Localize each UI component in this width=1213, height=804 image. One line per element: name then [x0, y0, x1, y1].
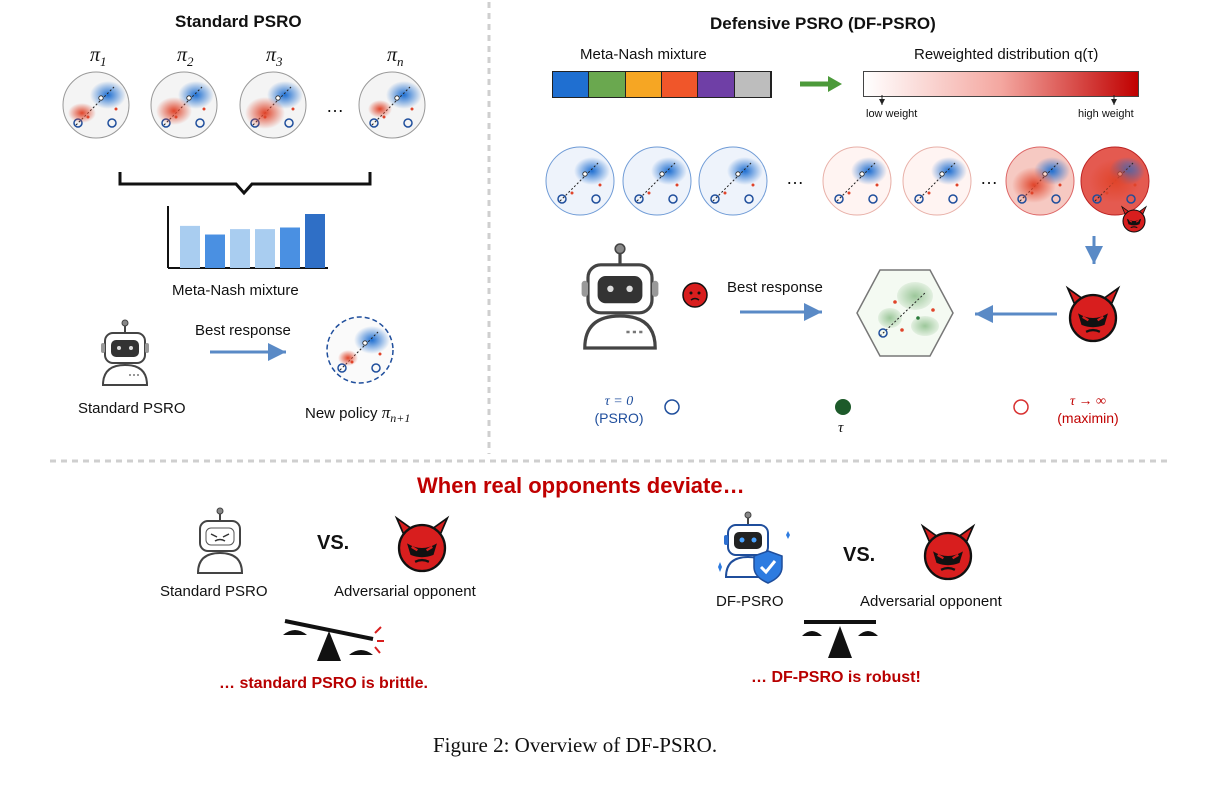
meta-nash-bar — [255, 229, 275, 268]
policy-label-n: πn — [387, 44, 404, 69]
policy-bracket — [118, 172, 372, 196]
weight-ticks — [879, 95, 1117, 105]
tau-inf-label: τ → ∞ (maximin) — [1057, 394, 1119, 426]
bottom-left-devil-icon — [395, 516, 449, 573]
tau-slider-handle — [835, 399, 851, 415]
left-agent-label: Standard PSRO — [78, 400, 186, 417]
left-best-response-arrow — [210, 343, 286, 361]
right-panel-title: Defensive PSRO (DF-PSRO) — [710, 14, 936, 33]
policy-label-3: π3 — [266, 44, 283, 69]
mixture-segment — [553, 72, 590, 97]
policy-label-1: π1 — [90, 44, 107, 69]
bottom-headline: When real opponents deviate… — [417, 473, 745, 498]
figure-caption: Figure 2: Overview of DF-PSRO. — [433, 733, 718, 757]
bottom-right-devil-icon — [921, 524, 975, 581]
high-weight-label: high weight — [1078, 108, 1134, 120]
reweighted-gradient-bar — [863, 71, 1139, 97]
virus-icon — [682, 282, 708, 308]
tau-slider-end — [1013, 399, 1029, 415]
bottom-left-agent-label: Standard PSRO — [160, 583, 268, 600]
meta-nash-color-bar — [552, 71, 772, 98]
new-policy-label: New policy πn+1 — [305, 403, 411, 425]
down-arrow — [1085, 236, 1103, 264]
right-mixture-label: Meta-Nash mixture — [580, 46, 707, 63]
mixture-segment — [661, 72, 699, 97]
meta-nash-bar — [230, 229, 250, 268]
mixture-segment — [625, 72, 662, 97]
policy-map-n — [358, 71, 426, 139]
weighted-map-6 — [1005, 146, 1075, 216]
defensive-robot — [579, 242, 708, 350]
reweighted-label: Reweighted distribution q(τ) — [914, 46, 1099, 63]
shield-icon — [753, 550, 783, 584]
weighted-map-5 — [902, 146, 972, 216]
right-best-response-label: Best response — [727, 279, 823, 296]
shield-robot-icon — [718, 511, 790, 584]
bottom-right-opponent-label: Adversarial opponent — [860, 593, 1002, 610]
right-ellipsis-2: … — [980, 168, 998, 188]
right-devil-icon — [1066, 286, 1120, 343]
panel-divider-vertical — [487, 2, 491, 454]
left-best-response-label: Best response — [195, 322, 291, 339]
mixture-segment — [734, 72, 771, 97]
left-panel-title: Standard PSRO — [175, 12, 302, 31]
mixture-segment — [698, 72, 735, 97]
bottom-left-vs: VS. — [317, 532, 350, 554]
right-best-response-arrow — [740, 303, 822, 321]
response-hexagon — [856, 269, 954, 357]
weighted-map-4 — [822, 146, 892, 216]
tilted-scale-icon — [283, 619, 384, 661]
policy-map-1 — [62, 71, 130, 139]
left-mixture-label: Meta-Nash mixture — [172, 282, 299, 299]
policy-map-2 — [150, 71, 218, 139]
new-policy-map — [326, 316, 394, 384]
left-policy-ellipsis: … — [326, 96, 344, 116]
tau-zero-label: τ = 0 (PSRO) — [594, 394, 644, 426]
tau-slider[interactable] — [664, 396, 1034, 418]
green-arrow — [800, 76, 842, 92]
sad-robot-icon — [196, 507, 244, 574]
bottom-left-opponent-label: Adversarial opponent — [334, 583, 476, 600]
weighted-map-3 — [698, 146, 768, 216]
meta-nash-bar — [205, 234, 225, 268]
low-weight-label: low weight — [866, 108, 918, 120]
meta-nash-bar — [180, 225, 200, 268]
right-ellipsis-1: … — [786, 168, 804, 188]
panel-divider-horizontal — [50, 459, 1170, 463]
weighted-map-1 — [545, 146, 615, 216]
policy-label-2: π2 — [177, 44, 194, 69]
bottom-right-agent-label: DF-PSRO — [716, 593, 784, 610]
left-policy-maps — [62, 71, 426, 196]
weighted-map-2 — [622, 146, 692, 216]
meta-nash-bar — [305, 214, 325, 268]
right-policy-maps — [545, 146, 1150, 233]
tau-label: τ — [838, 420, 844, 436]
bottom-right-vs: VS. — [843, 544, 876, 566]
weighted-map-7 — [1080, 146, 1150, 216]
tau-slider-start — [664, 399, 680, 415]
devil-badge-icon — [1121, 206, 1147, 233]
meta-nash-bar — [280, 227, 300, 268]
mixture-segment — [589, 72, 626, 97]
meta-nash-bar-chart — [167, 206, 328, 269]
policy-map-3 — [239, 71, 307, 139]
left-arrow — [975, 305, 1057, 323]
bottom-left-verdict: … standard PSRO is brittle. — [219, 675, 428, 692]
balanced-scale-icon — [802, 620, 878, 658]
standard-psro-robot — [100, 319, 150, 386]
bottom-right-verdict: … DF-PSRO is robust! — [751, 669, 921, 686]
